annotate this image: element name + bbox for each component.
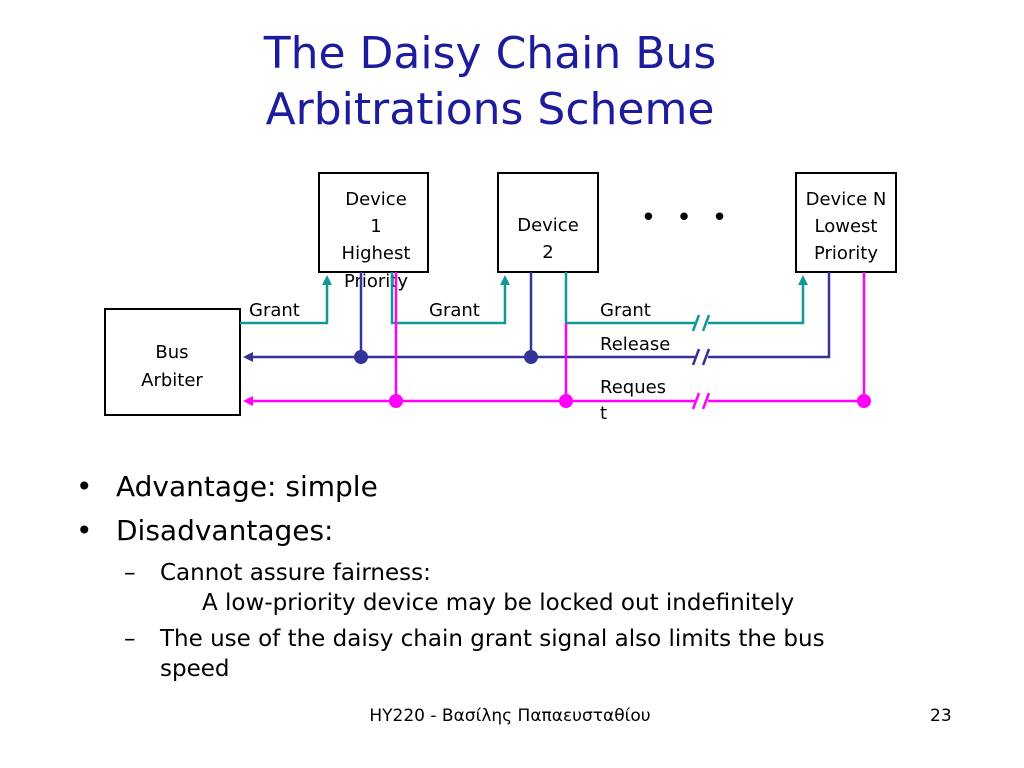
device-1-label-line4: Priority — [344, 271, 408, 292]
bullet-disadvantages: • Disadvantages: — [72, 514, 972, 548]
bullet-advantage-text: Advantage: simple — [116, 470, 378, 503]
subbullet-fairness-line2: A low-priority device may be locked out … — [202, 590, 795, 616]
request-junction-device-n — [857, 394, 871, 408]
device-n-label-line1: Device N — [806, 189, 887, 210]
device-1-label-line2: 1 — [370, 216, 381, 237]
device-ellipsis: • • • — [641, 203, 734, 233]
bullet-advantage: • Advantage: simple — [72, 470, 972, 504]
request-line-device-n — [708, 272, 866, 403]
bullet-disadvantages-text: Disadvantages: — [116, 514, 334, 547]
subbullet-grant-speed: – The use of the daisy chain grant signa… — [72, 624, 972, 684]
grant-label-2: Grant — [429, 300, 480, 321]
grant-line-to-device-n — [708, 275, 808, 325]
arbiter-label-line1: Bus — [155, 342, 188, 363]
request-label-part1: Reques — [600, 377, 666, 398]
device-1-box: Device 1 Highest Priority — [318, 172, 429, 292]
release-label: Release — [600, 334, 670, 355]
title-line-1: The Daisy Chain Bus — [263, 28, 717, 79]
request-junction-device1 — [389, 394, 403, 408]
slide-footer: HY220 - Βασίλης Παπαευσταθίου — [369, 706, 651, 726]
grant-label-3: Grant — [600, 300, 651, 321]
subbullet-fairness-line1: Cannot assure fairness: — [160, 560, 431, 586]
subbullet-dash: – — [124, 560, 136, 586]
page-number: 23 — [930, 706, 952, 726]
device-2-label-line1: Device — [517, 215, 579, 236]
subbullet-speed-line1: The use of the daisy chain grant signal … — [160, 626, 825, 652]
subbullet-dash: – — [124, 626, 136, 652]
release-junction-device2 — [524, 350, 538, 364]
arbiter-label-line2: Arbiter — [141, 370, 203, 391]
slide-title: The Daisy Chain Bus Arbitrations Scheme — [150, 26, 830, 138]
release-junction-device1 — [354, 350, 368, 364]
grant-line-arbiter-to-device1 — [240, 275, 332, 325]
title-line-2: Arbitrations Scheme — [265, 84, 715, 135]
request-label-part2: t — [600, 403, 607, 424]
bullet-dot: • — [76, 514, 93, 547]
line-break-marks — [691, 314, 711, 410]
device-2-label-line2: 2 — [542, 242, 553, 263]
device-n-label-line3: Priority — [814, 243, 878, 264]
release-line-device-n — [708, 272, 831, 359]
subbullet-speed-line2: speed — [160, 656, 230, 682]
grant-label-1: Grant — [249, 300, 300, 321]
grant-signal-lines — [240, 272, 808, 325]
device-1-label-line3: Highest — [342, 243, 411, 264]
grant-line-device1-to-device2 — [390, 272, 510, 325]
bullet-list: • Advantage: simple • Disadvantages: – C… — [72, 470, 972, 690]
release-bus-line — [243, 272, 831, 362]
device-n-box: Device N Lowest Priority — [795, 172, 897, 273]
request-junction-device2 — [559, 394, 573, 408]
device-n-label-line2: Lowest — [815, 216, 878, 237]
device-2-box: Device 2 — [497, 172, 599, 273]
bullet-dot: • — [76, 470, 93, 503]
request-bus-line — [243, 272, 866, 406]
device-1-label-line1: Device — [345, 189, 407, 210]
bus-arbiter-box: Bus Arbiter — [104, 308, 241, 416]
subbullet-fairness: – Cannot assure fairness: A low-priority… — [72, 558, 972, 618]
